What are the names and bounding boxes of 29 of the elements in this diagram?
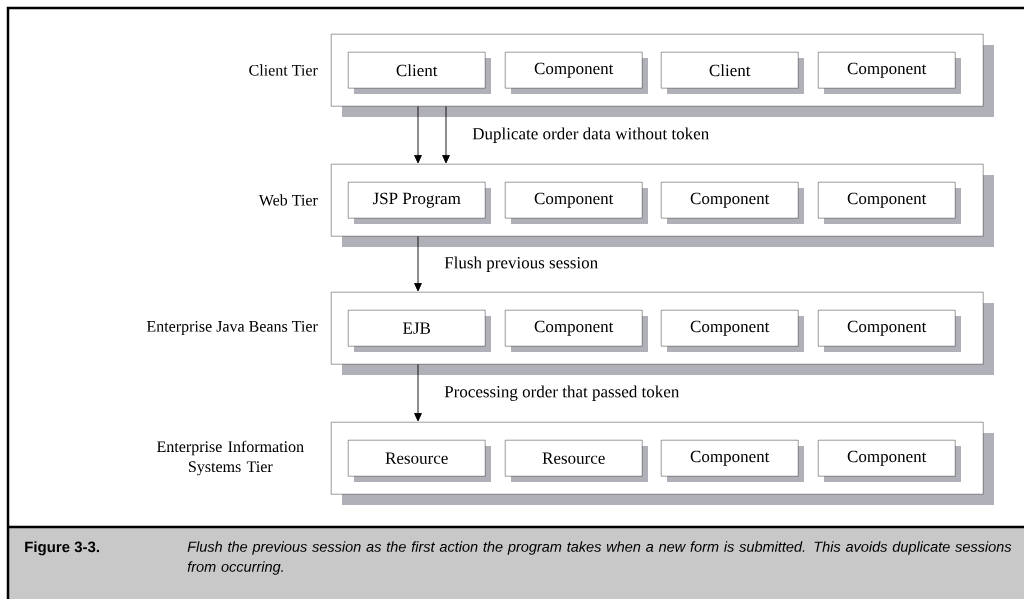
component-box: Resource	[348, 440, 491, 482]
component-box: Component	[661, 440, 804, 482]
component-box: Resource	[505, 440, 648, 482]
tier-label: Enterprise Information Systems Tier	[157, 440, 304, 476]
caption: Flush the previous session as the first action the program takes when a new form is submitted. This avoids duplicate sessions from occurring.	[187, 541, 1012, 575]
component-box: Component	[661, 310, 804, 352]
component-box: EJB	[348, 310, 491, 352]
component-box: Client	[661, 52, 804, 94]
tier-label: Client Tier	[249, 64, 318, 76]
component-box: Component	[818, 182, 961, 224]
component-box: JSP Program	[348, 182, 491, 224]
edge-label: Duplicate order data without token	[472, 127, 709, 143]
arrow	[414, 363, 422, 422]
arrow	[414, 235, 422, 292]
arrow	[442, 105, 450, 164]
component-box: Component	[505, 52, 648, 94]
component-box: Component	[818, 52, 961, 94]
tier-label: Web Tier	[258, 194, 318, 206]
component-box: Component	[505, 310, 648, 352]
edge-label: Flush previous session	[444, 256, 598, 272]
tier-label: Enterprise Java Beans Tier	[146, 321, 318, 335]
component-box: Component	[818, 440, 961, 482]
component-box: Component	[505, 182, 648, 224]
edge-label: Processing order that passed token	[444, 385, 680, 401]
component-box: Component	[818, 310, 961, 352]
component-box: Client	[348, 52, 491, 94]
figure-number: Figure 3-3.	[25, 541, 99, 556]
arrow	[414, 105, 422, 164]
component-box: Component	[661, 182, 804, 224]
